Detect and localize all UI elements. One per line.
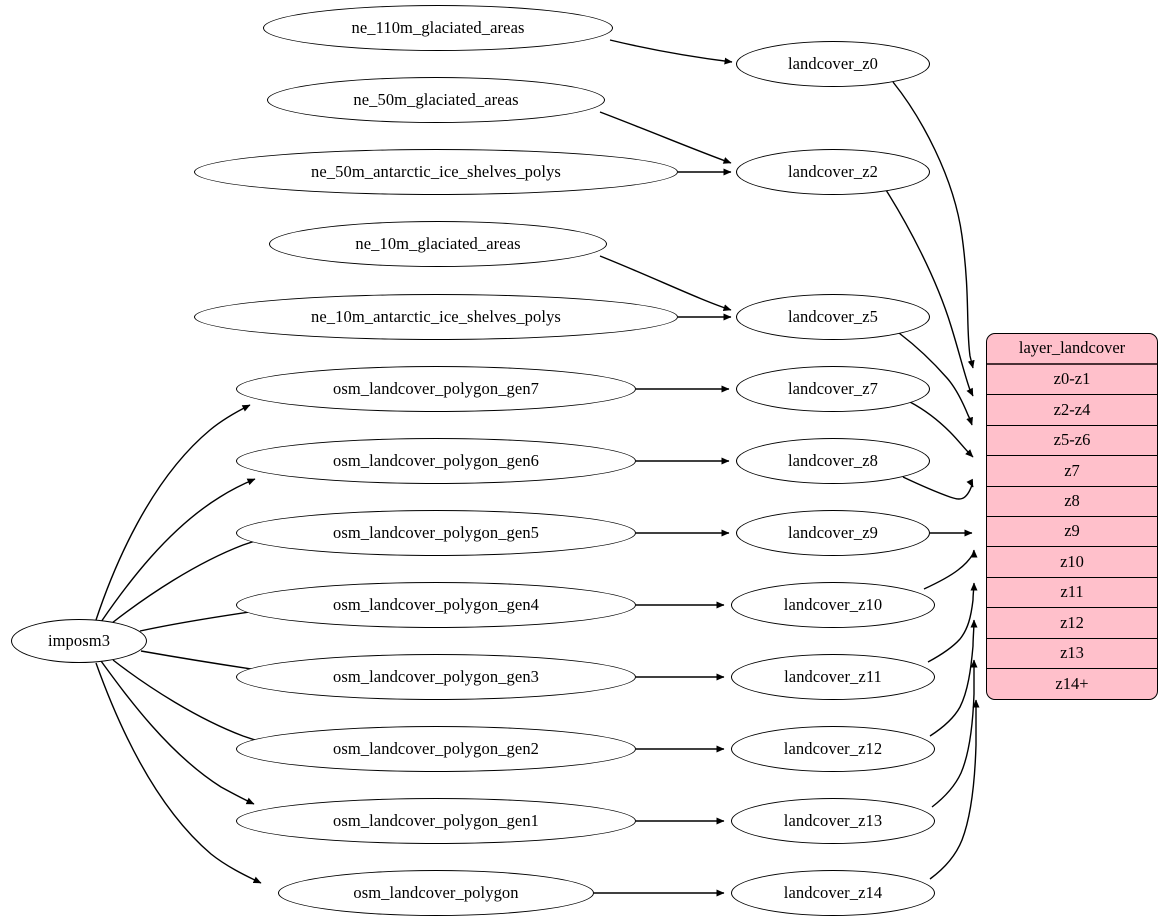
record-row-label: z14+	[1055, 673, 1089, 693]
edge-ne110m-to-z0	[609, 39, 733, 65]
node-ne-10m-glaciated-areas[interactable]: ne_10m_glaciated_areas	[269, 221, 607, 267]
record-row-z0-z1[interactable]: z0-z1	[987, 365, 1157, 396]
node-label: imposm3	[47, 630, 111, 650]
edge-z2-to-row-z2z4	[885, 189, 974, 397]
node-label: osm_landcover_polygon_gen4	[332, 594, 540, 614]
node-label: landcover_z7	[787, 378, 879, 398]
edge-z12-to-row-z12	[929, 619, 978, 737]
node-osm-landcover-polygon[interactable]: osm_landcover_polygon	[278, 870, 594, 916]
node-ne-10m-antarctic-ice-shelves-polys[interactable]: ne_10m_antarctic_ice_shelves_polys	[194, 294, 678, 340]
node-landcover-z9[interactable]: landcover_z9	[736, 510, 930, 556]
record-row-label: z5-z6	[1053, 430, 1091, 450]
node-label: osm_landcover_polygon_gen7	[332, 378, 540, 398]
node-osm-landcover-polygon-gen3[interactable]: osm_landcover_polygon_gen3	[236, 654, 636, 700]
node-label: ne_10m_glaciated_areas	[355, 233, 521, 253]
edge-z14-to-row-z14plus	[929, 699, 980, 880]
node-landcover-z11[interactable]: landcover_z11	[731, 654, 935, 700]
edge-imposm3-to-gen6	[100, 478, 256, 623]
record-row-label: z9	[1064, 521, 1080, 541]
node-label: landcover_z9	[787, 522, 879, 542]
node-label: landcover_z0	[787, 53, 879, 73]
node-landcover-z12[interactable]: landcover_z12	[731, 726, 935, 772]
record-header: layer_landcover	[987, 334, 1157, 365]
record-row-z13[interactable]: z13	[987, 639, 1157, 669]
node-label: ne_110m_glaciated_areas	[351, 17, 525, 37]
record-row-label: z12	[1060, 612, 1084, 632]
node-ne-50m-antarctic-ice-shelves-polys[interactable]: ne_50m_antarctic_ice_shelves_polys	[194, 149, 678, 195]
record-row-label: z0-z1	[1053, 369, 1091, 389]
record-row-z9[interactable]: z9	[987, 517, 1157, 548]
node-landcover-z13[interactable]: landcover_z13	[731, 798, 935, 844]
node-landcover-z0[interactable]: landcover_z0	[736, 41, 930, 87]
node-osm-landcover-polygon-gen1[interactable]: osm_landcover_polygon_gen1	[236, 798, 636, 844]
node-landcover-z14[interactable]: landcover_z14	[731, 870, 935, 916]
edge-imposm3-to-gen1	[100, 660, 255, 805]
record-row-z7[interactable]: z7	[987, 456, 1157, 487]
edge-z8-to-row-z8	[902, 476, 974, 500]
record-row-label: z8	[1064, 491, 1080, 510]
node-landcover-z5[interactable]: landcover_z5	[736, 294, 930, 340]
node-label: osm_landcover_polygon	[353, 882, 519, 902]
node-landcover-z2[interactable]: landcover_z2	[736, 149, 930, 195]
node-ne-50m-glaciated-areas[interactable]: ne_50m_glaciated_areas	[267, 77, 605, 123]
node-osm-landcover-polygon-gen6[interactable]: osm_landcover_polygon_gen6	[236, 438, 636, 484]
node-label: osm_landcover_polygon_gen1	[332, 810, 540, 830]
node-label: landcover_z8	[787, 450, 879, 470]
record-row-z8[interactable]: z8	[987, 487, 1157, 517]
node-osm-landcover-polygon-gen4[interactable]: osm_landcover_polygon_gen4	[236, 582, 636, 628]
node-label: landcover_z5	[787, 306, 879, 326]
node-label: landcover_z14	[783, 882, 883, 902]
node-label: osm_landcover_polygon_gen6	[332, 450, 540, 470]
record-row-z12[interactable]: z12	[987, 608, 1157, 639]
record-row-label: z13	[1060, 642, 1084, 662]
edge-ne50m-glac-to-z2	[599, 111, 732, 164]
node-label: landcover_z11	[784, 666, 882, 686]
node-label: ne_10m_antarctic_ice_shelves_polys	[311, 306, 561, 326]
edge-z13-to-row-z13	[931, 659, 978, 808]
node-label: osm_landcover_polygon_gen3	[332, 666, 540, 686]
record-row-label: z11	[1060, 582, 1084, 602]
node-osm-landcover-polygon-gen2[interactable]: osm_landcover_polygon_gen2	[236, 726, 636, 772]
node-label: landcover_z13	[783, 810, 883, 830]
node-landcover-z7[interactable]: landcover_z7	[736, 366, 930, 412]
record-row-label: z2-z4	[1053, 399, 1091, 419]
record-row-z2-z4[interactable]: z2-z4	[987, 395, 1157, 426]
node-ne-110m-glaciated-areas[interactable]: ne_110m_glaciated_areas	[263, 5, 613, 51]
edge-imposm3-to-polygon	[95, 662, 262, 884]
record-row-label: z10	[1060, 551, 1084, 571]
node-label: osm_landcover_polygon_gen2	[332, 738, 540, 758]
edge-imposm3-to-gen7	[95, 404, 251, 621]
record-header-label: layer_landcover	[1018, 338, 1126, 358]
edge-z7-to-row-z7	[909, 401, 974, 458]
node-label: ne_50m_glaciated_areas	[353, 89, 519, 109]
node-landcover-z8[interactable]: landcover_z8	[736, 438, 930, 484]
edge-z11-to-row-z11	[927, 582, 978, 663]
node-label: landcover_z12	[783, 738, 883, 758]
node-label: landcover_z2	[787, 161, 879, 181]
node-osm-landcover-polygon-gen5[interactable]: osm_landcover_polygon_gen5	[236, 510, 636, 556]
node-osm-landcover-polygon-gen7[interactable]: osm_landcover_polygon_gen7	[236, 366, 636, 412]
node-landcover-z10[interactable]: landcover_z10	[731, 582, 935, 628]
record-row-z5-z6[interactable]: z5-z6	[987, 426, 1157, 457]
record-row-z10[interactable]: z10	[987, 547, 1157, 578]
edge-z10-to-row-z10	[923, 549, 978, 590]
node-label: ne_50m_antarctic_ice_shelves_polys	[311, 161, 561, 181]
record-row-label: z7	[1064, 460, 1080, 480]
node-label: osm_landcover_polygon_gen5	[332, 522, 540, 542]
record-row-z11[interactable]: z11	[987, 578, 1157, 609]
node-label: landcover_z10	[783, 594, 883, 614]
node-imposm3[interactable]: imposm3	[11, 619, 147, 663]
record-row-z14-plus[interactable]: z14+	[987, 669, 1157, 699]
record-node-layer-landcover[interactable]: layer_landcover z0-z1 z2-z4 z5-z6 z7 z8 …	[986, 333, 1158, 700]
